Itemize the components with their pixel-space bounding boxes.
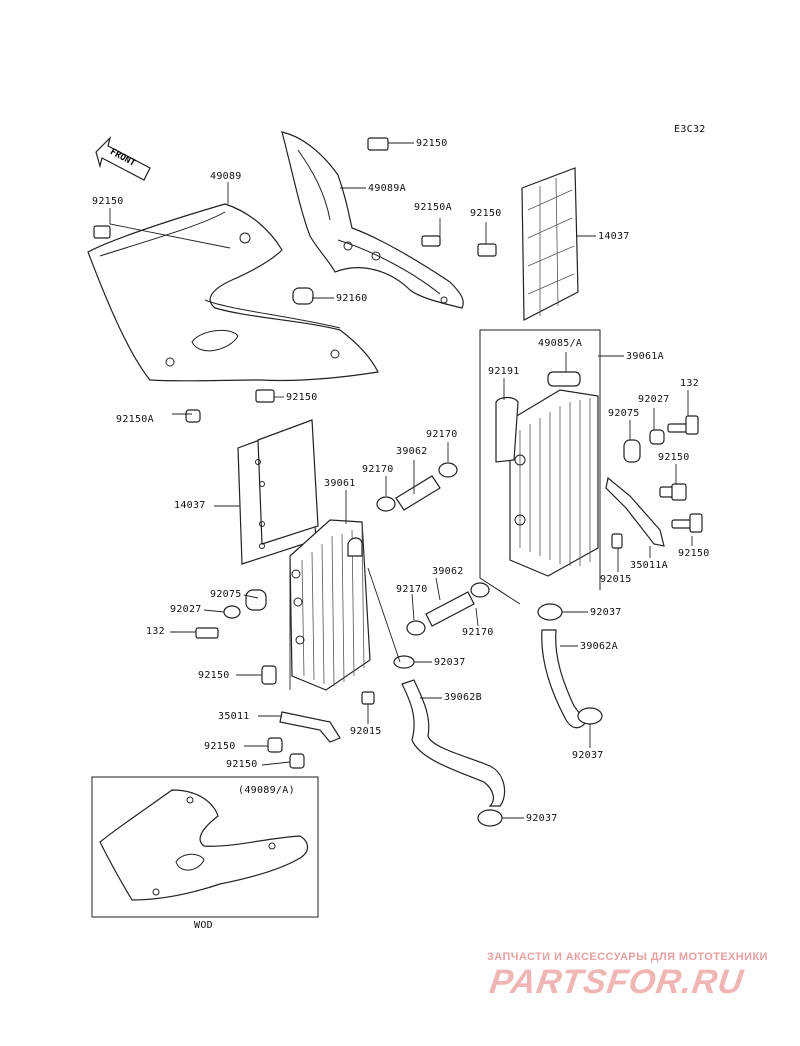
clamp-92037-c [577,707,603,725]
nut-92015-right [611,533,623,549]
shroud-bracket [281,131,464,309]
right-radiator-group-outline [479,329,601,590]
label-92037-hose-a: 92037 [572,750,604,761]
inset-note: WOD [194,920,213,931]
label-14037-left: 14037 [174,500,206,511]
grommet-92075-left [245,589,267,611]
bolt-92150-bracket-b [289,753,305,769]
bolt-92150A-shroud [185,409,201,423]
label-39061A: 39061A [626,351,664,362]
label-92150-bracket-a: 92150 [204,741,236,752]
clamp-92170-a [438,462,458,478]
watermark-logo: PARTSFOR.RU [487,963,747,1001]
collar-92027-left [223,605,241,619]
label-92027-right: 92027 [638,394,670,405]
label-92170-lower-right: 92170 [462,627,494,638]
bolt-92150-shroud [255,389,275,403]
label-92150-shroud: 92150 [286,392,318,403]
clamp-92037-b [393,655,415,669]
label-92170-lower-left: 92170 [396,584,428,595]
label-92170-upper-right: 92170 [426,429,458,440]
diagram-code: E3C32 [674,124,706,135]
left-radiator [289,519,371,691]
label-39062A: 39062A [580,641,618,652]
label-92037-left: 92037 [434,657,466,668]
label-49089A: 49089A [368,183,406,194]
label-92160: 92160 [336,293,368,304]
inset-box [91,776,319,918]
label-92075-left: 92075 [210,589,242,600]
radiator-louver-left [237,419,319,565]
label-92037-right: 92037 [590,607,622,618]
left-radiator-shroud [87,203,379,382]
bolt-92150A-top [421,235,441,247]
watermark-tagline: ЗАПЧАСТИ И АКСЕССУАРЫ ДЛЯ МОТОТЕХНИКИ [487,951,768,963]
inset-caption: (49089/A) [238,785,295,796]
label-92037-bottom: 92037 [526,813,558,824]
leader-lines [109,142,693,819]
collar-92027-right [649,429,665,445]
label-132-right: 132 [680,378,699,389]
label-92015-right: 92015 [600,574,632,585]
front-arrow-icon: FRONT [95,136,151,181]
label-35011A: 35011A [630,560,668,571]
hose-39062B [401,679,506,807]
bolt-132-left [195,627,219,639]
hose-upper [395,475,441,511]
label-92150A-top: 92150A [414,202,452,213]
bracket-35011A [605,476,665,547]
label-92150A-shroud: 92150A [116,414,154,425]
label-39062B: 39062B [444,692,482,703]
label-14037-right: 14037 [598,231,630,242]
label-92150-left-top: 92150 [92,196,124,207]
clamp-92170-c [470,582,490,598]
label-92150-left: 92150 [198,670,230,681]
grommet-92075-right [623,439,641,463]
clamp-92037-d [477,809,503,827]
label-92075-right: 92075 [608,408,640,419]
label-92150-bracket-b: 92150 [226,759,258,770]
hose-39062A [541,629,587,729]
bolt-92150-left [261,665,277,685]
bolt-132-right [667,415,699,435]
bolt-92150-bracket-a [267,737,283,753]
label-92015-left: 92015 [350,726,382,737]
label-49089: 49089 [210,171,242,182]
radiator-louver-right [521,167,579,321]
label-92150-right: 92150 [658,452,690,463]
label-132-left: 132 [146,626,165,637]
nut-92015-left [361,691,375,705]
clamp-92170-d [406,620,426,636]
label-92027-left: 92027 [170,604,202,615]
label-92191: 92191 [488,366,520,377]
label-35011: 35011 [218,711,250,722]
label-92150-mid: 92150 [470,208,502,219]
label-92150-right-lower: 92150 [678,548,710,559]
bolt-92150-right-lower [671,513,703,533]
right-radiator [495,371,599,577]
label-39062-upper: 39062 [396,446,428,457]
clamp-92037-a [537,603,563,621]
hose-lower [425,591,475,627]
label-49085A: 49085/A [538,338,583,349]
bracket-35011 [279,711,341,743]
bolt-92150-left-top [93,225,111,239]
label-92170-upper-left: 92170 [362,464,394,475]
bolt-92150-top [367,137,389,151]
bolt-92150-mid [477,243,497,257]
grommet-92160 [292,287,314,305]
label-39061: 39061 [324,478,356,489]
label-92150-top: 92150 [416,138,448,149]
bolt-92150-right [659,483,687,501]
clamp-92170-b [376,496,396,512]
label-39062-lower: 39062 [432,566,464,577]
